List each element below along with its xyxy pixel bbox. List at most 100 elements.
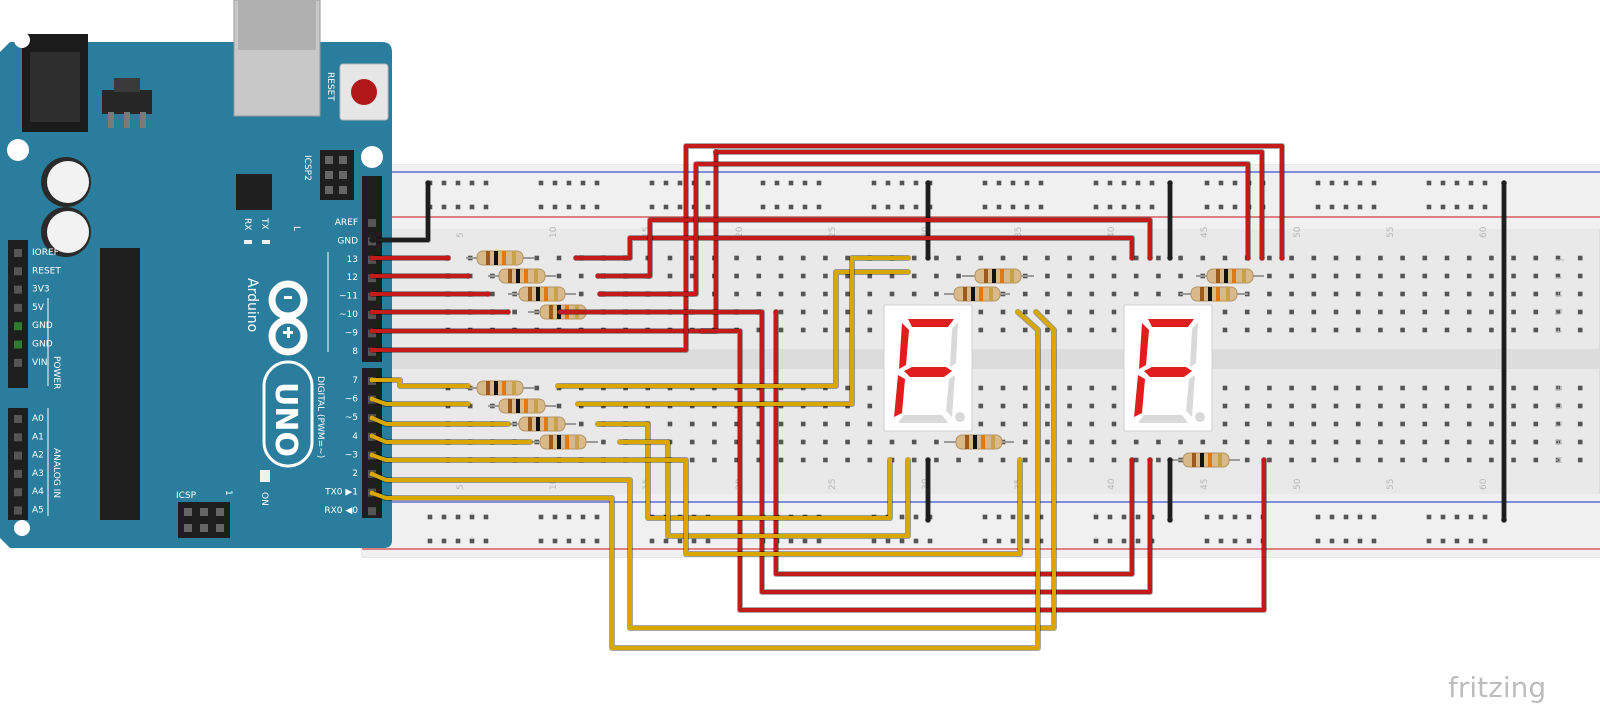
breadboard-hole	[1489, 291, 1494, 297]
breadboard-hole	[1577, 255, 1583, 261]
breadboard-hole	[645, 255, 651, 261]
rail-hole	[538, 204, 544, 210]
breadboard-hole	[1311, 457, 1317, 463]
column-number-top: 40	[1107, 226, 1117, 238]
on-label: ON	[259, 492, 269, 506]
column-number-top: 10	[549, 226, 559, 238]
breadboard-hole	[1267, 439, 1272, 445]
breadboard-hole	[756, 457, 762, 463]
breadboard-hole	[845, 273, 850, 279]
breadboard-hole	[1289, 385, 1294, 391]
breadboard-hole	[1533, 273, 1539, 279]
rail-hole	[1315, 180, 1321, 186]
rail-hole	[1121, 538, 1127, 544]
rail-hole	[705, 180, 711, 186]
breadboard-hole	[1089, 255, 1095, 261]
breadboard-hole	[1400, 291, 1405, 297]
breadboard-hole	[823, 309, 828, 315]
breadboard-hole	[1267, 327, 1272, 333]
breadboard-hole	[1067, 327, 1072, 333]
breadboard-hole	[1444, 439, 1450, 445]
header-pin	[14, 249, 22, 257]
breadboard-hole	[1355, 439, 1361, 445]
breadboard-hole	[1378, 421, 1383, 427]
black-wires	[369, 180, 1507, 523]
breadboard-hole	[1333, 291, 1339, 297]
rail-hole	[441, 204, 447, 210]
reset-button[interactable]	[339, 63, 389, 121]
rail-hole	[1024, 514, 1030, 520]
breadboard-hole	[1089, 327, 1095, 333]
breadboard-hole	[1444, 457, 1450, 463]
breadboard-hole	[1355, 385, 1361, 391]
wire	[618, 440, 910, 538]
uno-logo: UNO	[262, 360, 314, 468]
rail-hole	[1010, 204, 1016, 210]
breadboard-hole	[845, 309, 850, 315]
rail-hole	[594, 514, 600, 520]
breadboard-hole	[1267, 421, 1272, 427]
breadboard-hole	[867, 327, 873, 333]
icsp-pin	[184, 508, 192, 516]
breadboard-hole	[1133, 291, 1139, 297]
mounting-hole	[14, 32, 30, 48]
wire	[370, 397, 470, 406]
rail-hole	[760, 180, 766, 186]
wire	[558, 310, 1152, 594]
wire	[370, 378, 470, 388]
rail-hole	[1454, 538, 1460, 544]
breadboard-hole	[1489, 457, 1494, 463]
rail-hole	[677, 538, 683, 544]
breadboard-hole	[1577, 385, 1583, 391]
breadboard-hole	[1111, 439, 1117, 445]
digital-pin-label: ~11	[339, 292, 358, 302]
breadboard-hole	[756, 273, 762, 279]
breadboard-hole	[1311, 385, 1317, 391]
rail-hole	[1024, 204, 1030, 210]
breadboard-hole	[1577, 309, 1583, 315]
rail-hole	[1315, 514, 1321, 520]
breadboard-hole	[556, 255, 562, 261]
breadboard-hole	[689, 273, 695, 279]
breadboard-hole	[778, 327, 784, 333]
breadboard-hole	[1244, 309, 1250, 315]
column-number-bottom: 50	[1293, 478, 1303, 490]
wire	[370, 434, 532, 444]
breadboard-hole	[1111, 457, 1117, 463]
breadboard-hole	[1511, 385, 1516, 391]
rail-hole	[483, 180, 489, 186]
breadboard-hole	[1422, 403, 1428, 409]
breadboard-hole	[1466, 421, 1472, 427]
breadboard-hole	[1311, 291, 1317, 297]
row-letter: B	[1555, 439, 1565, 445]
breadboard-hole	[490, 291, 495, 297]
breadboard-hole	[467, 403, 473, 409]
breadboard-hole	[1000, 309, 1006, 315]
breadboard-hole	[1489, 309, 1494, 315]
breadboard-hole	[1489, 439, 1494, 445]
breadboard-hole	[1111, 421, 1117, 427]
rail-hole	[1121, 514, 1127, 520]
breadboard-hole	[1045, 327, 1050, 333]
power-pin-label: VIN	[32, 358, 48, 368]
rail-hole	[1440, 538, 1446, 544]
rail-hole	[552, 538, 558, 544]
breadboard-hole	[1378, 403, 1383, 409]
breadboard-hole	[1400, 421, 1405, 427]
rail-hole	[1218, 180, 1224, 186]
rail-hole	[663, 538, 669, 544]
breadboard-hole	[1511, 309, 1516, 315]
seven-segment-displays	[883, 304, 1213, 432]
breadboard-hole	[578, 421, 584, 427]
power-header	[8, 240, 28, 388]
icsp-header	[178, 502, 230, 538]
breadboard-hole	[1244, 439, 1250, 445]
breadboard-hole	[1178, 273, 1183, 279]
wire	[370, 310, 1056, 630]
breadboard-hole	[1555, 385, 1561, 391]
breadboard-hole	[734, 255, 739, 261]
breadboard-hole	[1511, 273, 1516, 279]
breadboard-hole	[1289, 291, 1294, 297]
breadboard-hole	[1244, 457, 1250, 463]
rail-hole	[663, 204, 669, 210]
